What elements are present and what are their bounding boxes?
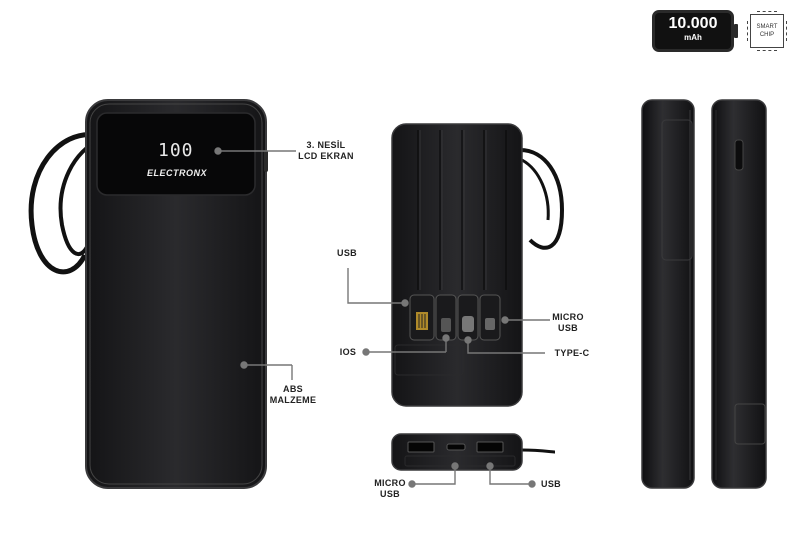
micro-usb-port-line2: USB (380, 489, 400, 499)
back-lanyard (519, 148, 565, 250)
ios-cable-tip (435, 294, 457, 341)
ios-callout: IOS (339, 347, 357, 357)
capacity-value: 10.000 (668, 15, 718, 32)
lcd-panel (96, 112, 256, 196)
usb-cable-callout: USB (337, 248, 357, 258)
micro-usb-cable-line2: USB (558, 323, 578, 333)
abs-callout: ABS MALZEME (268, 384, 318, 406)
chip-label-line1: SMART (756, 24, 778, 30)
back-view (391, 123, 565, 407)
back-body (391, 123, 523, 407)
capacity-badge: 10.000 mAh (652, 10, 734, 52)
capacity-unit: mAh (684, 33, 702, 42)
usb-port-2 (476, 441, 504, 453)
usb-port-callout: USB (541, 479, 561, 489)
side-view-right (711, 99, 767, 489)
battery-terminal-icon (734, 24, 738, 38)
micro-usb-port-callout: MICRO USB (372, 478, 408, 500)
side-power-button (734, 139, 744, 171)
brand-logo: ELECTRONX (146, 168, 207, 178)
lcd-reading: 100 (158, 140, 194, 161)
front-view (28, 99, 268, 489)
bottom-view (391, 433, 556, 471)
side-view-left (641, 99, 695, 489)
micro-usb-cable-tip (479, 294, 501, 341)
lcd-callout-line1: 3. NESİL (306, 140, 346, 150)
type-c-callout: TYPE-C (554, 348, 590, 358)
lanyard-strap (28, 132, 96, 275)
lcd-callout: 3. NESİL LCD EKRAN (296, 140, 356, 162)
abs-callout-line2: MALZEME (269, 395, 317, 405)
micro-usb-cable-line1: MICRO (552, 312, 584, 322)
micro-usb-cable-callout: MICRO USB (550, 312, 586, 334)
usb-port-1 (407, 441, 435, 453)
micro-usb-port-line1: MICRO (374, 478, 406, 488)
chip-label-line2: CHIP (759, 32, 775, 38)
smart-chip-icon: SMART CHIP (747, 11, 787, 51)
front-body (85, 99, 267, 489)
micro-usb-port (446, 443, 466, 451)
abs-callout-line1: ABS (283, 384, 303, 394)
lcd-callout-line2: LCD EKRAN (298, 151, 354, 161)
